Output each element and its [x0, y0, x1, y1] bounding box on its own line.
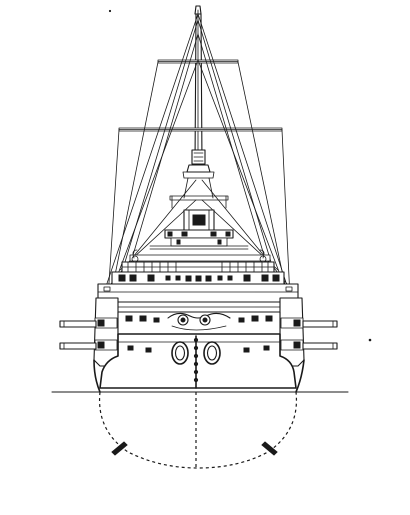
port-sponson	[93, 297, 119, 367]
print-speck	[368, 338, 372, 342]
port-bilge-keel	[111, 441, 128, 456]
starboard-lower-gun	[302, 342, 338, 350]
starboard-hawse-pipe	[203, 341, 221, 365]
rigging-stays	[96, 13, 297, 314]
starboard-sponson	[279, 297, 305, 367]
port-lower-gun	[59, 342, 97, 350]
stem-post	[193, 335, 199, 389]
navigating-bridge	[129, 195, 271, 262]
lower-yardarm	[118, 127, 283, 132]
underwater-hull	[98, 391, 298, 469]
superstructure-deck	[111, 261, 285, 285]
starboard-upper-gun	[302, 320, 338, 328]
port-upper-gun	[59, 320, 97, 328]
port-hawse-pipe	[171, 341, 189, 365]
fighting-top	[182, 149, 215, 199]
main-hull	[99, 333, 297, 389]
hull-flare	[93, 359, 305, 393]
print-speck	[108, 9, 112, 13]
starboard-bilge-keel	[261, 441, 278, 456]
battery-deck	[97, 283, 299, 313]
forecastle-hull	[117, 311, 281, 335]
